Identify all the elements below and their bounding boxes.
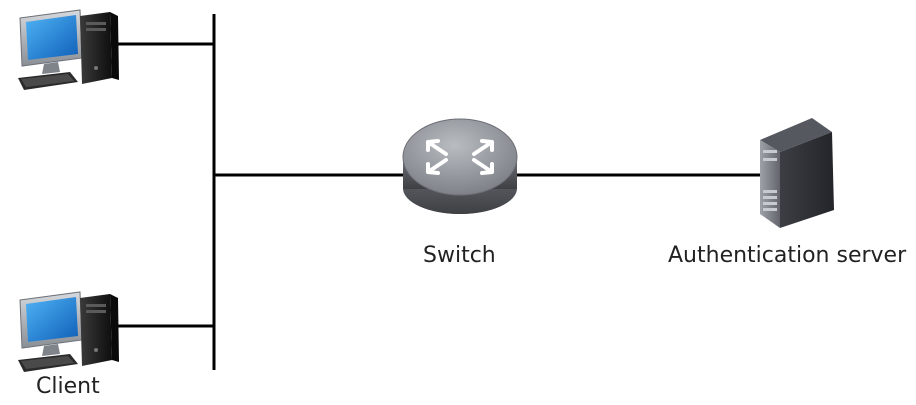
desktop-computer-icon [17,9,120,91]
connection-lines [118,14,764,370]
switch-label: Switch [423,243,496,268]
server-tower-icon [760,118,834,228]
desktop-computer-icon [17,291,120,373]
network-switch-icon [402,118,518,214]
server-label: Authentication server [668,243,907,268]
client-label: Client [36,374,100,399]
